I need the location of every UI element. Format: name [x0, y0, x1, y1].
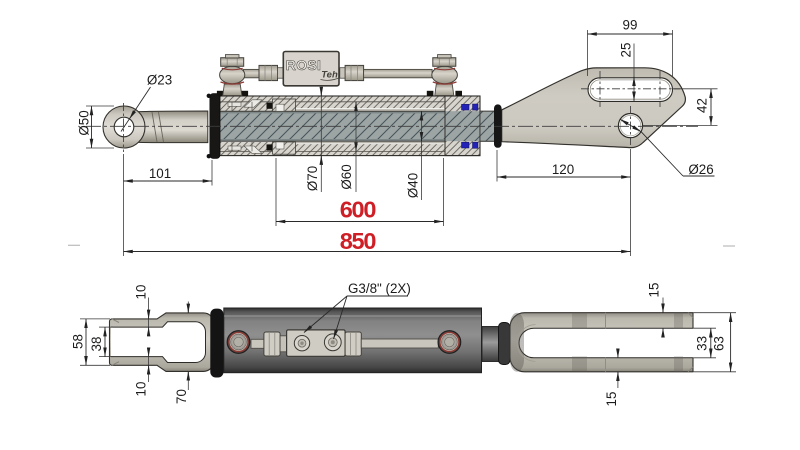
svg-text:600: 600 [340, 196, 377, 222]
svg-text:G3/8" (2X): G3/8" (2X) [348, 281, 411, 296]
svg-text:ROSI: ROSI [286, 57, 321, 73]
svg-text:58: 58 [71, 334, 86, 349]
svg-text:38: 38 [89, 337, 104, 352]
svg-text:99: 99 [623, 18, 638, 33]
svg-text:120: 120 [552, 162, 574, 177]
svg-text:33: 33 [694, 336, 709, 351]
svg-text:Ø40: Ø40 [406, 173, 421, 198]
svg-text:15: 15 [647, 283, 662, 298]
svg-text:Ø60: Ø60 [339, 164, 354, 189]
svg-text:70: 70 [174, 389, 189, 404]
svg-text:25: 25 [619, 43, 634, 58]
svg-text:10: 10 [134, 382, 149, 397]
svg-text:Ø70: Ø70 [305, 166, 320, 191]
svg-text:42: 42 [695, 98, 710, 113]
svg-text:63: 63 [711, 336, 726, 351]
svg-text:10: 10 [134, 285, 149, 300]
svg-text:Ø23: Ø23 [147, 73, 172, 88]
svg-text:Ø26: Ø26 [688, 162, 713, 177]
svg-text:850: 850 [340, 228, 377, 254]
svg-text:Teh: Teh [321, 70, 338, 81]
svg-text:101: 101 [149, 166, 171, 181]
svg-text:15: 15 [604, 392, 619, 407]
svg-text:Ø50: Ø50 [77, 110, 92, 135]
